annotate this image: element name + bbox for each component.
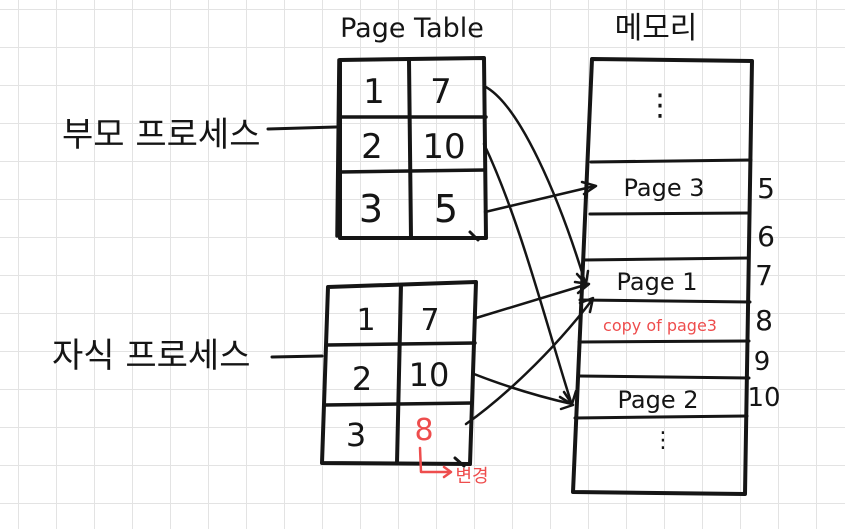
- frame-number-5: 5: [757, 172, 775, 205]
- child-process-label: 자식 프로세스: [52, 336, 251, 376]
- parent-table-divider: [407, 58, 413, 240]
- parent-process-label: 부모 프로세스: [62, 115, 261, 155]
- memory-slot-page3: Page 3: [624, 174, 705, 202]
- memory-bottom-dots: ⋮: [652, 428, 674, 453]
- frame-number-7: 7: [755, 259, 773, 292]
- parent-page-1: 1: [363, 72, 385, 112]
- child-page-1: 1: [356, 303, 375, 338]
- memory-title: 메모리: [615, 11, 698, 46]
- arrow-parent-page2: [482, 142, 573, 404]
- mapping-arrows: [464, 84, 598, 426]
- memory-border: [571, 57, 754, 496]
- arrow-child-page2: [472, 372, 574, 406]
- parent-page-2: 2: [361, 127, 383, 167]
- frame-number-6: 6: [757, 220, 775, 253]
- change-arrow: [418, 446, 452, 474]
- child-page-table: 1 7 2 10 3 8: [320, 280, 478, 468]
- parent-page-table: 1 7 2 10 3 5: [335, 56, 488, 242]
- memory-block: ⋮ Page 3 Page 1 copy of page3 Page 2 ⋮: [571, 57, 754, 496]
- memory-slot-page2: Page 2: [618, 386, 699, 414]
- frame-number-8: 8: [755, 304, 773, 337]
- parent-frame-3: 5: [434, 187, 458, 231]
- arrow-child-copy: [464, 298, 594, 426]
- page-table-title: Page Table: [340, 13, 484, 44]
- frame-number-9: 9: [754, 347, 771, 377]
- child-page-2: 2: [352, 360, 372, 398]
- child-frame-1: 7: [420, 303, 439, 338]
- arrow-parent-page3: [483, 184, 597, 214]
- parent-frame-1: 7: [430, 72, 452, 112]
- memory-slot-copy-of-page3: copy of page3: [603, 316, 717, 335]
- child-connector-line: [270, 354, 324, 359]
- parent-frame-2: 10: [422, 127, 465, 167]
- parent-page-3: 3: [359, 187, 383, 231]
- memory-top-dots: ⋮: [645, 88, 675, 123]
- frame-number-10: 10: [747, 383, 780, 413]
- child-page-3: 3: [346, 416, 366, 454]
- child-frame-2: 10: [409, 356, 450, 394]
- parent-table-border: [338, 56, 488, 240]
- change-note: 변경: [455, 466, 488, 487]
- memory-slot-page1: Page 1: [617, 268, 698, 296]
- child-table-divider: [395, 283, 403, 465]
- parent-connector-line: [266, 125, 338, 131]
- arrow-child-page1: [474, 282, 590, 320]
- arrow-parent-page1: [482, 84, 587, 284]
- child-frame-3-changed: 8: [414, 413, 433, 448]
